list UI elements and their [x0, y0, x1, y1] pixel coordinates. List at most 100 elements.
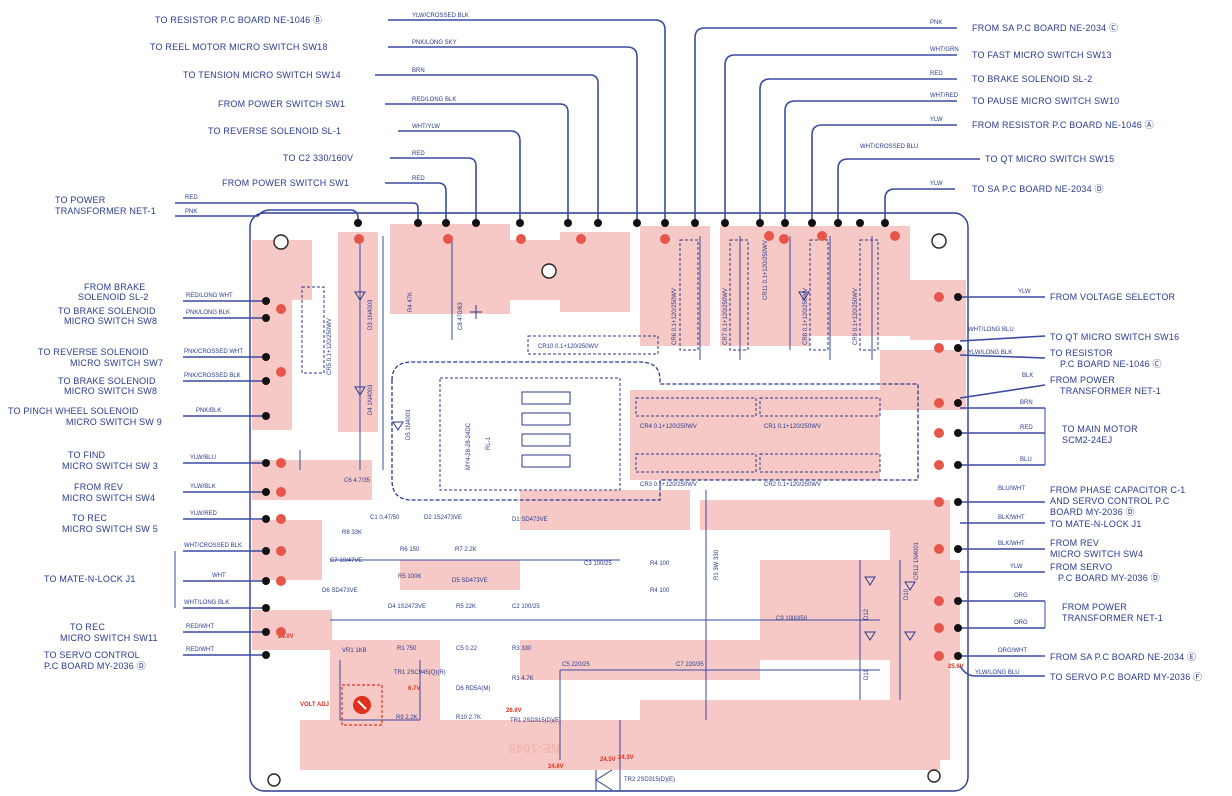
- comp-c2: C2 100/25: [512, 604, 540, 610]
- wire-org-wht: ORG/WHT: [998, 648, 1027, 654]
- wire-red-b: RED: [412, 176, 425, 182]
- comp-d1: D1 SD473VE: [512, 517, 548, 523]
- label-to-rec-1: TO REC: [72, 513, 107, 523]
- left-pads: [262, 297, 270, 659]
- label-to-resistor: TO RESISTOR: [1050, 348, 1113, 358]
- label-find-switch-sw3: MICRO SWITCH SW 3: [62, 461, 158, 471]
- comp-cr1: CR1 0.1+120/250WV: [764, 424, 821, 430]
- terminal-badges: [276, 231, 944, 661]
- wire-red-wht-2: RED/WHT: [186, 647, 214, 653]
- label-sa-board-c: FROM SA P.C BOARD NE-2034 Ⓒ: [972, 23, 1118, 33]
- label-rec-switch-sw5: MICRO SWITCH SW 5: [62, 524, 158, 534]
- comp-d5: D5 1N4003: [406, 409, 412, 440]
- comp-r6: R6 150: [400, 547, 420, 553]
- comp-cr9: CR9 0.1+120/250WV: [853, 288, 859, 345]
- comp-rl1: RL-1: [486, 436, 492, 450]
- label-from-rev-right: FROM REV: [1050, 538, 1099, 548]
- label-from-power-2: FROM POWER: [1062, 602, 1127, 612]
- wire-ylw-blk: YLW/BLK: [190, 484, 216, 490]
- label-pinch-switch-sw9: MICRO SWITCH SW 9: [66, 417, 162, 427]
- wire-ylw-red: YLW/RED: [190, 511, 218, 517]
- comp-d2: D2 1S2473VE: [424, 515, 462, 521]
- wire-ylw-resistor: YLW: [930, 117, 943, 123]
- label-rec-switch-sw11: MICRO SWITCH SW11: [60, 633, 158, 643]
- label-tension-switch: TO TENSION MICRO SWITCH SW14: [183, 70, 341, 80]
- comp-r5b: R5 100K: [398, 574, 421, 580]
- tp-24-5v: 24.5V: [600, 757, 616, 763]
- label-reverse-solenoid: TO REVERSE SOLENOID SL-1: [208, 126, 341, 136]
- label-reverse-switch-sw7: MICRO SWITCH SW7: [70, 358, 163, 368]
- wire-pnk-long-sky: PNK/LONG SKY: [412, 40, 457, 46]
- label-from-servo: FROM SERVO: [1050, 562, 1112, 572]
- wire-org-1: ORG: [1014, 593, 1028, 599]
- wire-ylw-blu: YLW/BLU: [190, 455, 216, 461]
- wire-red-brake: RED: [930, 71, 943, 77]
- label-brake-solenoid: TO BRAKE SOLENOID SL-2: [972, 74, 1092, 84]
- wire-red-long-blk: RED/LONG BLK: [412, 97, 456, 103]
- wire-wht-long-blu: WHT/LONG BLU: [968, 327, 1014, 333]
- volt-adj-pot[interactable]: [341, 684, 383, 726]
- label-resistor-board: TO RESISTOR P.C BOARD NE-1046 Ⓑ: [155, 15, 322, 25]
- label-rev-switch-sw4: MICRO SWITCH SW4: [62, 493, 155, 503]
- wire-brn: BRN: [412, 68, 425, 74]
- wire-blk-wht-2: BLK/WHT: [998, 541, 1025, 547]
- comp-tr2b: TR1 2SD315(D)(E): [510, 718, 561, 724]
- label-main-motor-model: SCM2-24EJ: [1062, 435, 1112, 445]
- top-leads-right: [694, 27, 980, 220]
- label-mate-n-lock-right: TO MATE-N-LOCK J1: [1050, 519, 1142, 529]
- wire-wht: WHT: [212, 573, 226, 579]
- label-servo-board: BOARD MY-2036 Ⓓ: [1050, 507, 1135, 517]
- label-to-brake-solenoid-1: TO BRAKE SOLENOID: [58, 306, 156, 316]
- label-brake-switch-sw8-2: MICRO SWITCH SW8: [64, 386, 157, 396]
- label-qt-switch-15: TO QT MICRO SWITCH SW15: [985, 154, 1114, 164]
- label-power-switch-2: FROM POWER SWITCH SW1: [222, 178, 349, 188]
- wire-red-wht-1: RED/WHT: [186, 624, 214, 630]
- label-from-brake: FROM BRAKE: [84, 282, 146, 292]
- wire-pnk-crossed-blk: PNK/CROSSED BLK: [184, 373, 241, 379]
- wire-transformer-pnk: PNK: [185, 209, 197, 215]
- comp-r10: R10 2.7K: [456, 715, 481, 721]
- comp-d4b: D4 1S2473VE: [388, 604, 426, 610]
- wire-brn-motor: BRN: [1020, 400, 1033, 406]
- comp-r3: R3 330: [512, 646, 532, 652]
- label-to-resistor-board: P.C BOARD NE-1046 Ⓒ: [1060, 359, 1162, 369]
- wire-pnk-long-blk: PNK/LONG BLK: [186, 310, 230, 316]
- wire-wht-ylw: WHT/YLW: [412, 124, 440, 130]
- comp-cr5: CR5 0.1+120/250WV: [327, 318, 333, 375]
- label-servo-board-f: TO SERVO P.C BOARD MY-2036 Ⓕ: [1050, 672, 1202, 682]
- wire-pnk-sa: PNK: [930, 20, 942, 26]
- right-pads: [954, 293, 962, 660]
- comp-d5b: D5 SD473VE: [452, 578, 488, 584]
- wire-blu-motor: BLU: [1020, 457, 1032, 463]
- comp-r4c: R4 100: [650, 588, 670, 594]
- comp-r1: R1 750: [397, 646, 417, 652]
- wire-wht-grn: WHT/GRN: [930, 47, 959, 53]
- label-pinch-wheel: TO PINCH WHEEL SOLENOID: [8, 406, 139, 416]
- comp-c1: C1 0.47/50: [370, 515, 400, 521]
- top-pads: [354, 219, 889, 227]
- wire-wht-crossed-blk: WHT/CROSSED BLK: [184, 543, 242, 549]
- comp-cr6: CR6 0.1+120/250WV: [672, 288, 678, 345]
- internal-circuit: [299, 236, 901, 790]
- wire-ylw-servo: YLW: [1010, 564, 1023, 570]
- pc-board: [249, 212, 969, 792]
- label-to-reverse-solenoid: TO REVERSE SOLENOID: [38, 347, 149, 357]
- component-labels: D3 1N4003 D4 1N4003 R4 47K C8 470/63 CR5…: [322, 240, 920, 783]
- label-brake-solenoid-sl2: SOLENOID SL-2: [78, 292, 149, 302]
- capacitor-bodies: [301, 239, 881, 473]
- comp-c5b: C5 0.22: [456, 646, 478, 652]
- comp-d3: D3 1N4003: [368, 299, 374, 330]
- comp-relay: MY4-28-28-24DC: [466, 422, 472, 470]
- wire-pnk-crossed-wht: PNK/CROSSED WHT: [184, 349, 243, 355]
- wire-ylw-long-blu: YLW/LONG BLU: [975, 670, 1020, 676]
- wire-blu-wht: BLU/WHT: [998, 486, 1025, 492]
- label-phase-capacitor: FROM PHASE CAPACITOR C-1: [1050, 485, 1186, 495]
- comp-cr4: CR4 0.1+120/250WV: [640, 424, 697, 430]
- label-pause-switch: TO PAUSE MICRO SWITCH SW10: [972, 96, 1119, 106]
- label-c2-capacitor: TO C2 330/160V: [283, 153, 353, 163]
- wire-wht-long-blk: WHT/LONG BLK: [184, 600, 229, 606]
- comp-d6: D6 SD473VE: [322, 588, 358, 594]
- right-leads: [959, 296, 1046, 677]
- comp-r4: R4 47K: [408, 292, 414, 312]
